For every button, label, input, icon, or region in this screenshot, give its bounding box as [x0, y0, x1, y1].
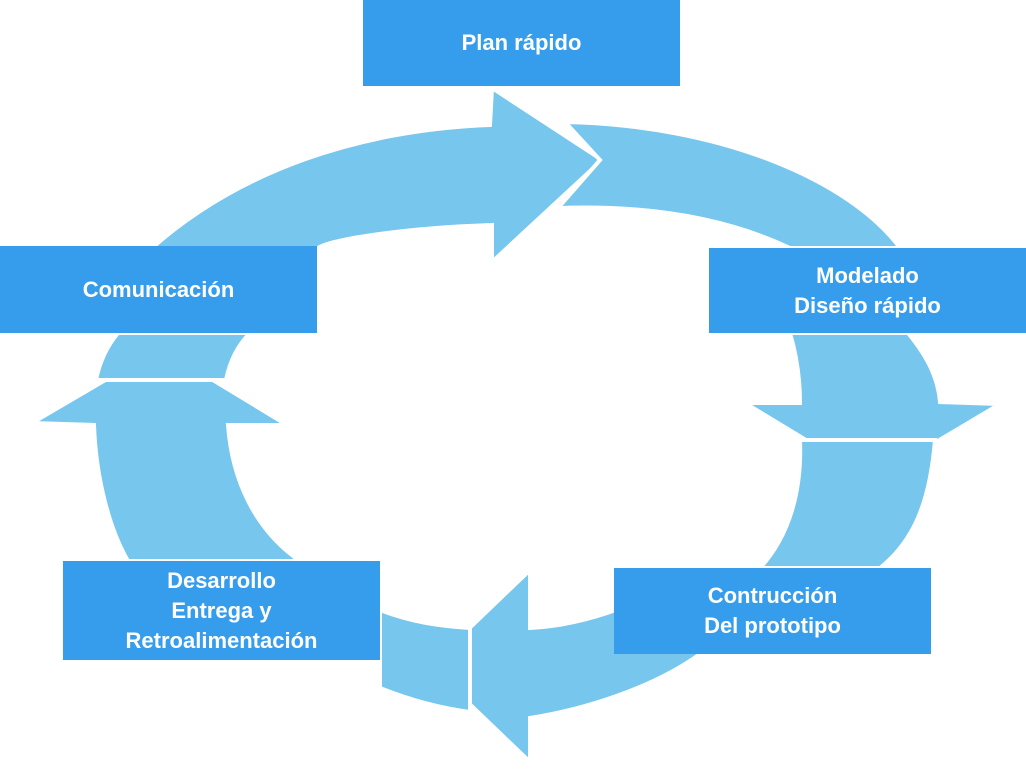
arrow-to-modelado	[553, 119, 904, 250]
arrow-to-comunicacion-tail	[93, 331, 255, 382]
stage-label-line: Plan rápido	[461, 30, 582, 55]
arrow-to-plan-rapido	[146, 84, 606, 267]
arrow-to-desarrollo-tail	[378, 607, 472, 715]
stage-label-line: Entrega y	[171, 597, 272, 623]
stage-comunicacion: Comunicación	[0, 246, 317, 333]
cycle-arrows	[25, 84, 1007, 767]
stage-label-line: Comunicación	[82, 276, 235, 302]
stage-label-line: Contrucción	[707, 583, 838, 608]
arrow-to-comunicacion	[25, 345, 307, 563]
stage-label-line: Modelado	[816, 262, 919, 288]
stage-label-line: Desarrollo	[167, 567, 276, 593]
stage-label-line: Retroalimentación	[125, 627, 318, 653]
stage-plan-rapido: Plan rápido	[363, 0, 680, 86]
stage-label-line: Del prototipo	[704, 613, 841, 638]
arrow-to-contruccion-tail	[755, 438, 938, 570]
stage-label-line: Diseño rápido	[794, 292, 941, 318]
